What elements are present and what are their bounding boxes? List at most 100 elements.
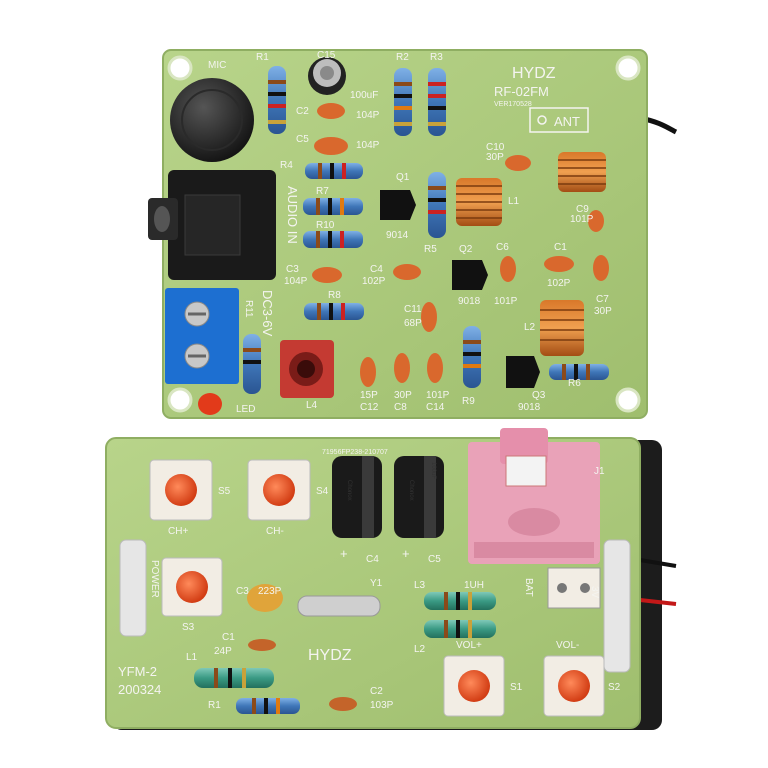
transistor: [452, 260, 488, 290]
c1-value: 102P: [547, 278, 571, 289]
s2-label: S2: [608, 682, 621, 693]
c12-value: 15P: [360, 390, 378, 401]
s5-label: S5: [218, 486, 231, 497]
audio-in-label: AUDIO IN: [285, 186, 300, 244]
q2-type: 9018: [458, 296, 481, 307]
c5-value: 104P: [356, 140, 380, 151]
button-ch-minus[interactable]: [247, 459, 311, 521]
top-brand: HYDZ: [512, 65, 556, 82]
resistor: [428, 68, 446, 136]
resistor: [305, 163, 363, 179]
audio-input-jack: [148, 170, 276, 280]
c14-label: C14: [426, 402, 445, 413]
c11-value: 68P: [404, 318, 422, 329]
l1-label: L1: [508, 196, 520, 207]
mount-hole: [615, 55, 641, 81]
resistor: [303, 198, 363, 215]
button-vol-plus[interactable]: [443, 655, 505, 717]
transistor: [380, 190, 416, 220]
bottom-model: YFM-2: [118, 664, 157, 679]
mount-hole: [167, 55, 193, 81]
c3-value: 223P: [258, 586, 282, 597]
r8-label: R8: [328, 290, 341, 301]
l2-label: L2: [414, 644, 426, 655]
vol-plus-label: VOL+: [456, 640, 482, 651]
button-ch-plus[interactable]: [149, 459, 213, 521]
q2-label: Q2: [459, 244, 473, 255]
r3-label: R3: [430, 52, 443, 63]
c10-label: C10: [486, 142, 505, 153]
red-wire: [639, 598, 677, 606]
button-vol-minus[interactable]: [543, 655, 605, 717]
button-power[interactable]: [161, 557, 223, 617]
r5-label: R5: [424, 244, 437, 255]
c100-label: 100uF: [350, 90, 378, 101]
c7-value: 30P: [594, 306, 612, 317]
ant-label: ANT: [554, 114, 580, 129]
ceramic-capacitor: [329, 697, 357, 711]
top-model: RF-02FM: [494, 84, 549, 99]
cap-brand-c4: Chonox: [346, 480, 352, 501]
c9-label: C9: [576, 204, 589, 215]
l3-label: L3: [414, 580, 426, 591]
c12-label: C12: [360, 402, 379, 413]
r7-label: R7: [316, 186, 329, 197]
j1-label: J1: [594, 466, 605, 477]
c2-value: 103P: [370, 700, 394, 711]
ceramic-capacitor: [248, 639, 276, 651]
plus-sign-c5: +: [402, 546, 410, 561]
s1-label: S1: [510, 682, 523, 693]
r1-label: R1: [256, 52, 269, 63]
resistor: [236, 698, 300, 714]
ant-box: [529, 107, 589, 133]
power-terminal-block: [165, 288, 239, 384]
c8-label: C8: [394, 402, 407, 413]
r1-label: R1: [208, 700, 221, 711]
c5-label: C5: [296, 134, 309, 145]
plus-sign-c4: +: [340, 546, 348, 561]
c2-label: C2: [296, 106, 309, 117]
resistor: [463, 326, 481, 388]
ceramic-capacitor: [312, 103, 609, 387]
l1-label: L1: [186, 652, 198, 663]
top-fm-transmitter-board: HYDZ RF-02FM VER170528 ANT AUDIO IN DC3-…: [148, 49, 678, 419]
coil-inductor: [540, 300, 584, 356]
bottom-brand: HYDZ: [308, 647, 352, 664]
electrolytic-capacitor: [394, 456, 444, 538]
bat-voltage-label: 3V: [589, 586, 600, 599]
battery-pad: [547, 567, 601, 609]
color-ring-inductor: [424, 620, 496, 638]
resistor: [549, 364, 609, 380]
crystal-oscillator: [297, 595, 381, 617]
c3-label: C3: [286, 264, 299, 275]
ch-plus-label: CH+: [168, 526, 188, 537]
headphone-jack: [468, 428, 600, 564]
side-clip: [119, 539, 147, 637]
bottom-serial: 71956FP238-210707: [322, 449, 388, 456]
l4-label: L4: [306, 400, 318, 411]
resistor: [304, 303, 364, 320]
bottom-date: 200324: [118, 682, 161, 697]
c7-label: C7: [596, 294, 609, 305]
c14-value: 101P: [426, 390, 450, 401]
s3-label: S3: [182, 622, 195, 633]
c4-label: C4: [370, 264, 383, 275]
mount-hole: [167, 387, 193, 413]
c15-label: C15: [317, 50, 336, 61]
resistor: [268, 66, 286, 134]
led-label: LED: [236, 404, 255, 415]
r11-label: R11: [243, 300, 254, 318]
y1-label: Y1: [370, 578, 383, 589]
q3-type: 9018: [518, 402, 541, 413]
c4-value: 102P: [362, 276, 386, 287]
r2-label: R2: [396, 52, 409, 63]
ch-minus-label: CH-: [266, 526, 284, 537]
c1-label: C1: [222, 632, 235, 643]
electrolytic-capacitor: [308, 57, 346, 95]
r10-label: R10: [316, 220, 335, 231]
c2-label: C2: [370, 686, 383, 697]
cap-value: 100uF: [430, 462, 436, 479]
q1-type: 9014: [386, 230, 409, 241]
c3-value: 104P: [284, 276, 308, 287]
